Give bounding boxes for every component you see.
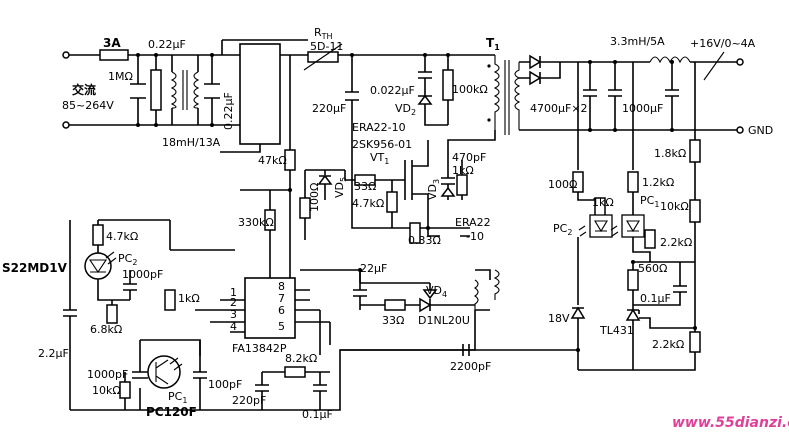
- label-r-10k-pc: 10kΩ: [92, 384, 121, 397]
- label-c-0022: 0.022μF: [370, 84, 415, 97]
- label-pc120f: PC120F: [146, 405, 197, 419]
- label-c-x2: 0.22μF: [222, 92, 235, 130]
- label-t1: T1: [486, 36, 500, 52]
- label-r-10k-sec: 10kΩ: [660, 200, 689, 213]
- label-c-220p: 220pF: [232, 394, 266, 407]
- label-c-x1: 0.22μF: [148, 38, 186, 51]
- label-rth-part: 5D-11: [310, 40, 343, 53]
- label-r-560: 560Ω: [638, 262, 667, 275]
- ic-pin-4: 4: [230, 320, 237, 333]
- ic-pin-1: 1: [230, 286, 237, 299]
- input-filter-section: [62, 39, 308, 153]
- label-r-47k-gate: 4.7kΩ: [352, 197, 384, 210]
- optocoupler-led-pc2-sec: [578, 214, 613, 238]
- ic-pin-6: 6: [278, 304, 285, 317]
- ic-pin-8: 8: [278, 280, 285, 293]
- label-r-33: 33Ω: [382, 314, 404, 327]
- label-r-33-gate: 33Ω: [354, 180, 376, 193]
- label-out-voltage: +16V/0~4A: [690, 37, 756, 50]
- label-gnd: GND: [748, 124, 773, 137]
- label-c-01u-sec: 0.1μF: [640, 292, 671, 305]
- bridge-rectifier: [239, 43, 281, 145]
- label-rth: RTH: [314, 26, 333, 41]
- label-z18v: 18V: [548, 312, 570, 325]
- label-c-22u-vd4: 22μF: [360, 262, 387, 275]
- label-c-1000p-b: 1000pF: [87, 368, 128, 381]
- optocoupler-pc2-primary: [84, 251, 117, 280]
- label-r-22k-b: 2.2kΩ: [652, 338, 684, 351]
- label-choke: 18mH/13A: [162, 136, 221, 149]
- label-inductor-out: 3.3mH/5A: [610, 35, 665, 48]
- label-vd5: VD5: [333, 177, 348, 198]
- label-era-bot: ERA22: [455, 216, 491, 229]
- ic-pin-2: 2: [230, 296, 237, 309]
- label-tl431: TL431: [599, 324, 634, 337]
- label-c-2200p: 2200pF: [450, 360, 491, 373]
- label-pc2: PC2: [118, 252, 137, 267]
- thermistor-rth: [300, 43, 352, 71]
- label-s22md1v: S22MD1V: [2, 261, 68, 275]
- label-c-100p: 100pF: [208, 378, 242, 391]
- label-c-22u: 2.2μF: [38, 347, 69, 360]
- optocoupler-pc1-primary: [147, 355, 183, 389]
- label-vd3: VD3: [426, 179, 441, 200]
- fuse: [99, 49, 129, 61]
- label-r-12k: 1.2kΩ: [642, 176, 674, 189]
- label-c-1000u: 1000μF: [622, 102, 663, 115]
- label-c-01u-ic: 0.1μF: [302, 408, 333, 421]
- label-pc1-sec: PC1: [640, 194, 659, 209]
- transformer-t1: [487, 55, 521, 300]
- label-r-47k: 47kΩ: [258, 154, 287, 167]
- label-r-1k-sec: 1kΩ: [592, 196, 614, 209]
- label-r-1k-snub: 1kΩ: [452, 164, 474, 177]
- label-c-470p: 470pF: [452, 151, 486, 164]
- label-r-47k-pc: 4.7kΩ: [106, 230, 138, 243]
- common-mode-choke: [170, 55, 200, 125]
- label-c-1000p-a: 1000pF: [122, 268, 163, 281]
- label-d1nl20u: D1NL20U: [418, 314, 470, 327]
- mosfet-vt1: [385, 140, 429, 228]
- label-r-033: 0.33Ω: [408, 234, 441, 247]
- label-r-100k: 100kΩ: [452, 83, 488, 96]
- label-ic: FA13842P: [232, 342, 287, 355]
- ic-fa13842p: [195, 277, 330, 339]
- shunt-regulator-tl431: [625, 305, 695, 370]
- label-ac-input: 交流: [72, 82, 96, 97]
- label-r-68k: 6.8kΩ: [90, 323, 122, 336]
- ic-pin-3: 3: [230, 308, 237, 321]
- label-pc2-sec: PC2: [553, 222, 572, 237]
- label-r-22k-a: 2.2kΩ: [660, 236, 692, 249]
- label-mosfet: 2SK956-01: [352, 138, 412, 151]
- label-ac-range: 85~264V: [62, 99, 114, 112]
- label-fuse: 3A: [103, 36, 121, 50]
- label-r-1m: 1MΩ: [108, 70, 133, 83]
- label-r-100-sec: 100Ω: [548, 178, 577, 191]
- ic-pin-7: 7: [278, 292, 285, 305]
- label-vt1: VT1: [370, 151, 389, 166]
- label-pc1: PC1: [168, 390, 187, 405]
- label-r-100: 100Ω: [308, 183, 321, 212]
- label-r-82k: 8.2kΩ: [285, 352, 317, 365]
- output-rectifiers: [519, 54, 650, 86]
- label-era-bot2: -10: [466, 230, 484, 243]
- label-era-top: ERA22-10: [352, 121, 406, 134]
- output-inductor: [649, 56, 712, 64]
- label-vd2: VD2: [395, 102, 416, 117]
- optocoupler-led-pc1-sec: [610, 214, 645, 238]
- ic-pin-5: 5: [278, 320, 285, 333]
- watermark: www.55dianzi.com: [672, 415, 789, 431]
- label-vd4: VD4: [426, 284, 447, 299]
- label-r-330k: 330kΩ: [238, 216, 274, 229]
- label-c-220u: 220μF: [312, 102, 346, 115]
- label-c-4700u: 4700μF×2: [530, 102, 588, 115]
- label-r-18k: 1.8kΩ: [654, 147, 686, 160]
- label-r-1k-ic: 1kΩ: [178, 292, 200, 305]
